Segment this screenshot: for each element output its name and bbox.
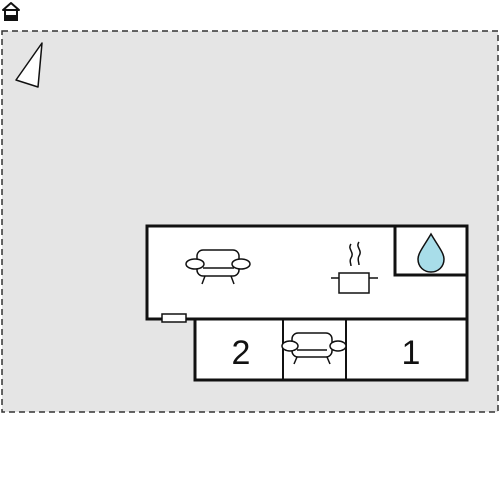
north-arrow-icon [15, 42, 43, 88]
cooking-pot-icon [331, 241, 378, 294]
sofa-icon [185, 249, 251, 285]
house-entrance-icon [2, 2, 20, 21]
room-number-2: 2 [232, 334, 251, 372]
door-icon [161, 313, 187, 323]
armchair-icon [281, 332, 347, 365]
room-number-1: 1 [402, 334, 421, 372]
water-drop-icon [417, 232, 445, 273]
